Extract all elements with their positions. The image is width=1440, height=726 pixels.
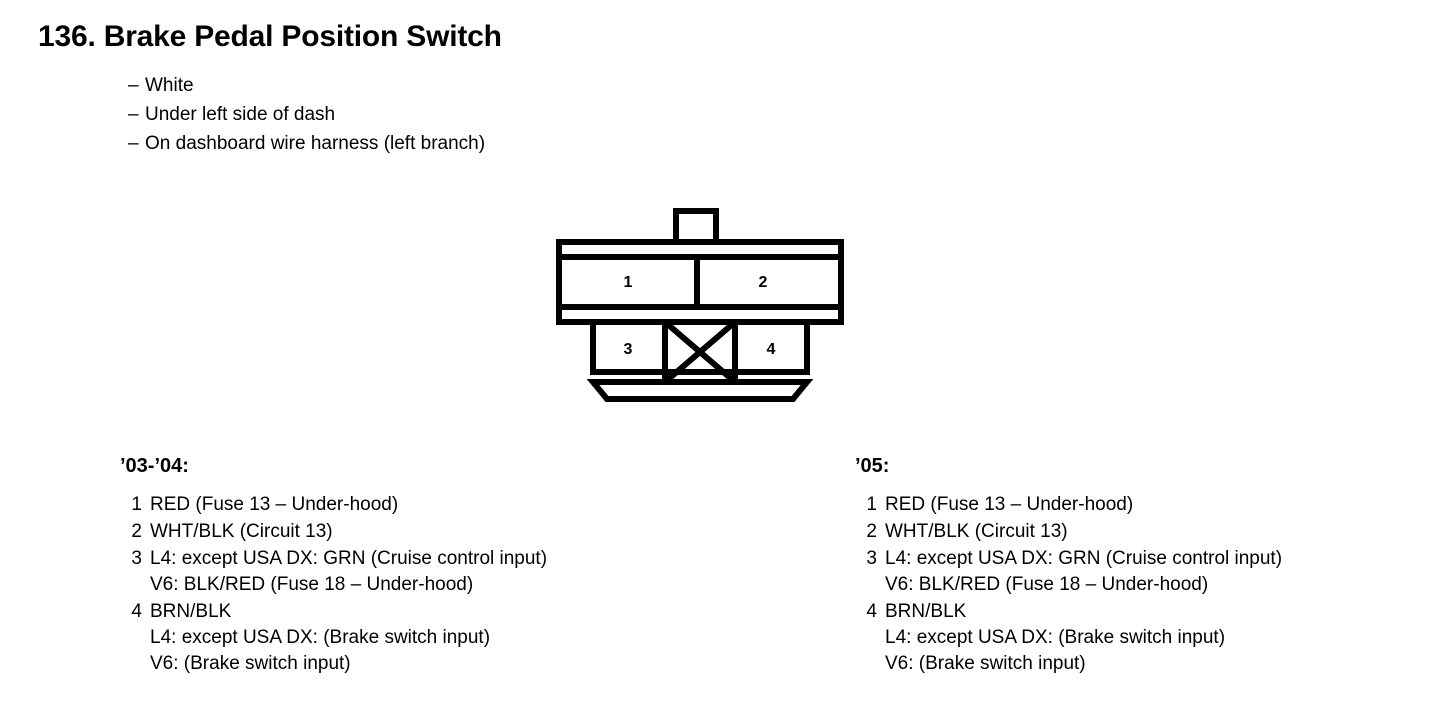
subtitle-line: –White: [128, 71, 485, 100]
pin-block-heading: ’05:: [855, 455, 890, 477]
pin-description-line: L4: except USA DX: GRN (Cruise control i…: [150, 548, 548, 569]
pin-row: 2 WHT/BLK (Circuit 13): [855, 519, 1282, 545]
pin-number: 2: [131, 521, 142, 542]
subtitle-dash-marker: –: [128, 104, 139, 125]
pin-description-line: RED (Fuse 13 – Under-hood): [885, 494, 1134, 515]
subtitle-line-label: Under left side of dash: [145, 104, 336, 125]
pin-number: 4: [131, 601, 142, 622]
connector-cavity-1: 1: [624, 274, 633, 291]
pin-description-line: V6: BLK/RED (Fuse 18 – Under-hood): [885, 574, 1209, 595]
connector-base: [586, 379, 814, 402]
pin-description-line: V6: (Brake switch input): [885, 653, 1086, 674]
pin-row: 4 BRN/BLK L4: except USA DX: (Brake switch…: [120, 599, 547, 677]
pin-description-line: L4: except USA DX: (Brake switch input): [885, 627, 1226, 648]
pin-row: 1 RED (Fuse 13 – Under-hood): [120, 492, 547, 518]
pin-number: 1: [866, 494, 877, 515]
pin-row: 4 BRN/BLK L4: except USA DX: (Brake switch…: [855, 599, 1282, 677]
connector-locking-tab: [673, 208, 719, 242]
pin-description: RED (Fuse 13 – Under-hood): [885, 492, 1133, 518]
page-title: 136. Brake Pedal Position Switch: [38, 20, 502, 53]
pin-description: L4: except USA DX: GRN (Cruise control i…: [150, 546, 547, 598]
connector-outline: [556, 208, 844, 402]
connector-diagram: 1 2 3 4: [555, 202, 845, 407]
subtitle-line-label: On dashboard wire harness (left branch): [145, 133, 486, 154]
connector-upper-housing: [556, 239, 844, 325]
subtitle-list: –White–Under left side of dash–On dashbo…: [128, 71, 485, 158]
pin-number: 2: [866, 521, 877, 542]
pin-description: WHT/BLK (Circuit 13): [885, 519, 1068, 545]
pin-description: RED (Fuse 13 – Under-hood): [150, 492, 398, 518]
pin-block-05: ’05: 1 RED (Fuse 13 – Under-hood) 2 WHT/BLK …: [855, 455, 1282, 678]
connector-blocked-cavity-backslash: [663, 319, 737, 385]
pin-description-line: L4: except USA DX: GRN (Cruise control i…: [885, 548, 1283, 569]
pin-number: 4: [866, 601, 877, 622]
pin-description-line: L4: except USA DX: (Brake switch input): [150, 627, 491, 648]
connector-cavity-numbers: 1 2 3 4: [624, 274, 776, 358]
pin-description: WHT/BLK (Circuit 13): [150, 519, 333, 545]
subtitle-dash-marker: –: [128, 75, 139, 96]
pin-row: 3 L4: except USA DX: GRN (Cruise control …: [855, 546, 1282, 598]
pin-block-heading: ’03-’04:: [120, 455, 189, 477]
pin-description-line: WHT/BLK (Circuit 13): [885, 521, 1068, 542]
pin-block-03-04: ’03-’04: 1 RED (Fuse 13 – Under-hood) 2 WHT/…: [120, 455, 547, 678]
pin-number: 1: [131, 494, 142, 515]
pin-number: 3: [866, 548, 877, 569]
connector-cavity-3: 3: [624, 341, 633, 358]
pin-description: BRN/BLK L4: except USA DX: (Brake switch …: [150, 599, 490, 677]
pin-row: 1 RED (Fuse 13 – Under-hood): [855, 492, 1282, 518]
pin-description-line: V6: (Brake switch input): [150, 653, 351, 674]
subtitle-line: –Under left side of dash: [128, 100, 485, 129]
pin-row: 2 WHT/BLK (Circuit 13): [120, 519, 547, 545]
pin-description-line: BRN/BLK: [150, 601, 232, 622]
pin-row: 3 L4: except USA DX: GRN (Cruise control …: [120, 546, 547, 598]
connector-cavity-4: 4: [767, 341, 776, 358]
pin-description: BRN/BLK L4: except USA DX: (Brake switch …: [885, 599, 1225, 677]
pin-description-line: RED (Fuse 13 – Under-hood): [150, 494, 399, 515]
subtitle-line: –On dashboard wire harness (left branch): [128, 129, 485, 158]
subtitle-line-label: White: [145, 75, 194, 96]
pin-description-line: BRN/BLK: [885, 601, 967, 622]
pin-description-line: WHT/BLK (Circuit 13): [150, 521, 333, 542]
pin-description: L4: except USA DX: GRN (Cruise control i…: [885, 546, 1282, 598]
pin-description-line: V6: BLK/RED (Fuse 18 – Under-hood): [150, 574, 474, 595]
pin-number: 3: [131, 548, 142, 569]
subtitle-dash-marker: –: [128, 133, 139, 154]
connector-cavity-2: 2: [759, 274, 768, 291]
